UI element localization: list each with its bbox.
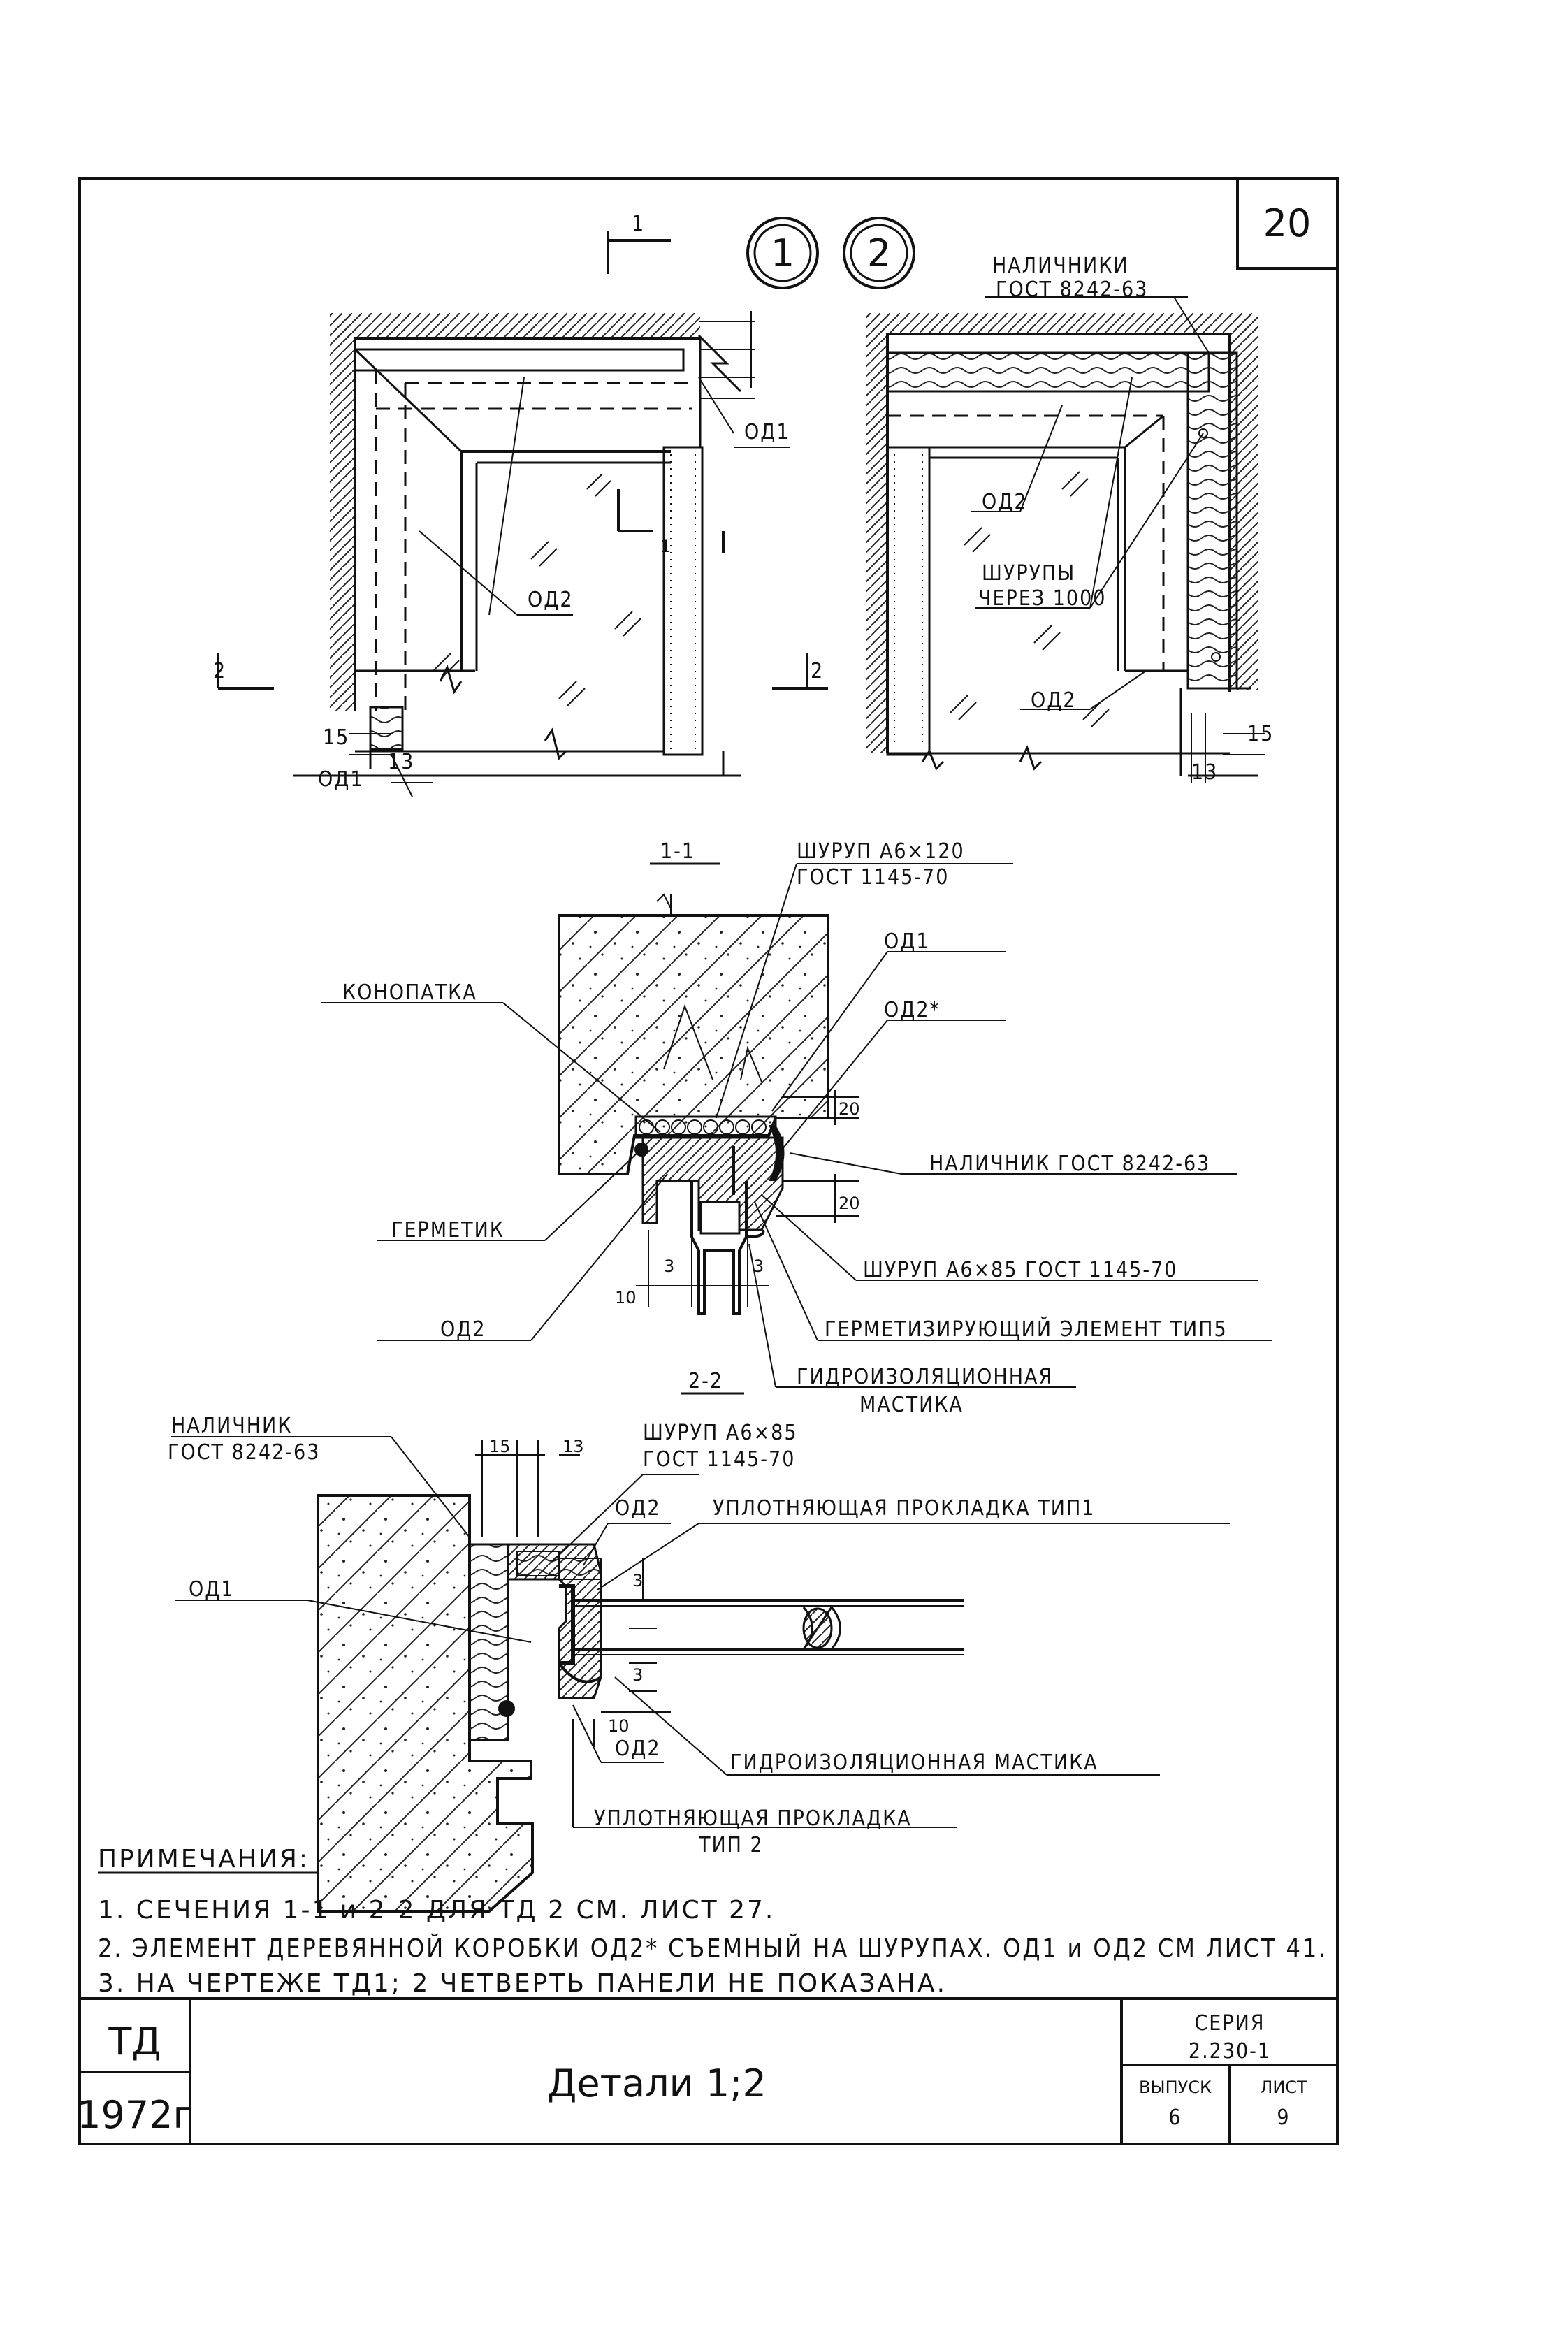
sheet-number-box: 20: [1236, 177, 1339, 270]
svg-text:15: 15: [489, 1437, 511, 1456]
drawing-title: Детали 1;2: [547, 2061, 767, 2105]
label-konopatka: КОНОПАТКА: [342, 980, 477, 1005]
svg-text:13: 13: [388, 750, 414, 774]
label-screw-s22: ШУРУП А6×85: [643, 1421, 798, 1445]
svg-text:20: 20: [839, 1099, 860, 1119]
label-shurupy-step: ЧЕРЕЗ 1000: [978, 586, 1106, 611]
label-nalichniki: НАЛИЧНИКИ: [992, 254, 1129, 278]
label-od1-left: ОД1: [318, 767, 364, 792]
svg-text:3: 3: [632, 1665, 643, 1685]
label-od2-s11: ОД2: [440, 1317, 486, 1342]
sheet-value: 9: [1277, 2105, 1290, 2130]
label-screw-top: ШУРУП А6×120: [797, 839, 965, 864]
label-od1-s22: ОД1: [189, 1577, 235, 1602]
note-3: 3. НА ЧЕРТЕЖЕ ТД1; 2 ЧЕТВЕРТЬ ПАНЕЛИ НЕ …: [98, 1969, 947, 1998]
svg-text:15: 15: [323, 725, 349, 750]
label-screw-gost-s22: ГОСТ 1145-70: [643, 1447, 795, 1472]
title-year: 1972г: [77, 2093, 193, 2137]
svg-text:3: 3: [664, 1256, 674, 1276]
svg-text:10: 10: [608, 1716, 630, 1736]
svg-text:13: 13: [1191, 760, 1218, 785]
label-od1-s11: ОД1: [884, 929, 930, 954]
detail-2-elevation: 2 НАЛИЧНИКИ ГОСТ 8242-63 ОД2 ШУРУПЫ ЧЕРЕ…: [772, 254, 1274, 785]
svg-text:2: 2: [811, 659, 824, 683]
label-od2-left: ОД2: [528, 588, 574, 612]
notes-block: ПРИМЕЧАНИЯ: 1. СЕЧЕНИЯ 1-1 и 2-2 ДЛЯ ТД …: [98, 1845, 1328, 1998]
svg-text:2: 2: [867, 231, 891, 275]
note-1: 1. СЕЧЕНИЯ 1-1 и 2-2 ДЛЯ ТД 2 СМ. ЛИСТ 2…: [98, 1896, 775, 1924]
label-nalichniki-gost: ГОСТ 8242-63: [996, 277, 1148, 302]
label-mastic-1: ГИДРОИЗОЛЯЦИОННАЯ: [797, 1365, 1053, 1389]
issue-value: 6: [1168, 2105, 1182, 2130]
svg-text:3: 3: [632, 1571, 643, 1590]
section-1-1: 1-1: [321, 839, 1272, 1417]
label-gasket2-1: УПЛОТНЯЮЩАЯ ПРОКЛАДКА: [594, 1806, 912, 1831]
note-2: 2. ЭЛЕМЕНТ ДЕРЕВЯННОЙ КОРОБКИ ОД2* СЪЕМН…: [98, 1934, 1328, 1963]
label-mastic-s22: ГИДРОИЗОЛЯЦИОННАЯ МАСТИКА: [730, 1750, 1098, 1775]
section-2-2: 2-2: [168, 1369, 1230, 1913]
label-od2-right-top: ОД2: [982, 490, 1028, 514]
label-screw-top-gost: ГОСТ 1145-70: [797, 865, 949, 890]
label-gasket1: УПЛОТНЯЮЩАЯ ПРОКЛАДКА ТИП1: [713, 1496, 1095, 1521]
detail-1-elevation: 1 2 15 13 ОД1 ОД2 ОД1: [213, 311, 790, 797]
detail-mark-2: 2: [843, 217, 915, 289]
svg-text:1: 1: [771, 231, 794, 275]
label-od2-star: ОД2*: [884, 998, 941, 1022]
sheet-frame: [78, 177, 1339, 2145]
section-2-2-title: 2-2: [688, 1369, 723, 1393]
svg-text:2: 2: [213, 659, 226, 683]
sheet-number: 20: [1263, 201, 1312, 245]
svg-text:15: 15: [1247, 722, 1274, 746]
label-mastic-2: МАСТИКА: [859, 1393, 964, 1417]
notes-heading: ПРИМЕЧАНИЯ:: [98, 1845, 310, 1873]
label-seal-element: ГЕРМЕТИЗИРУЮЩИЙ ЭЛЕМЕНТ ТИП5: [825, 1317, 1228, 1342]
series-value: 2.230-1: [1189, 2039, 1271, 2064]
section-mark-1: 1: [607, 212, 671, 274]
label-od2-right-bottom: ОД2: [1031, 688, 1077, 713]
issue-label: ВЫПУСК: [1139, 2078, 1212, 2097]
label-nalichnik-s11: НАЛИЧНИК ГОСТ 8242-63: [929, 1152, 1210, 1176]
label-od1-top: ОД1: [744, 420, 790, 444]
svg-text:20: 20: [839, 1194, 860, 1213]
label-nalichnik-s22: НАЛИЧНИК: [171, 1414, 292, 1438]
label-nalichnik-gost-s22: ГОСТ 8242-63: [168, 1440, 320, 1465]
label-shurupy: ШУРУПЫ: [982, 561, 1075, 586]
section-1-1-title: 1-1: [660, 839, 695, 864]
detail-mark-1: 1: [746, 217, 819, 289]
label-screw-bottom: ШУРУП А6×85 ГОСТ 1145-70: [863, 1258, 1177, 1282]
label-od2-bottom-s22: ОД2: [615, 1737, 661, 1761]
svg-text:13: 13: [562, 1437, 584, 1456]
svg-text:1: 1: [632, 212, 645, 236]
svg-text:1: 1: [660, 537, 671, 556]
label-germetik: ГЕРМЕТИК: [391, 1218, 504, 1242]
svg-text:10: 10: [615, 1288, 637, 1307]
series-label: СЕРИЯ: [1194, 2011, 1265, 2036]
title-block: ТД 1972г Детали 1;2 СЕРИЯ 2.230-1 ВЫПУСК…: [77, 1997, 1337, 2144]
sheet-label: ЛИСТ: [1260, 2078, 1307, 2097]
label-gasket2-2: ТИП 2: [698, 1833, 764, 1857]
title-code: ТД: [108, 2020, 161, 2064]
svg-text:3: 3: [753, 1256, 764, 1276]
label-od2-top-s22: ОД2: [615, 1496, 661, 1521]
